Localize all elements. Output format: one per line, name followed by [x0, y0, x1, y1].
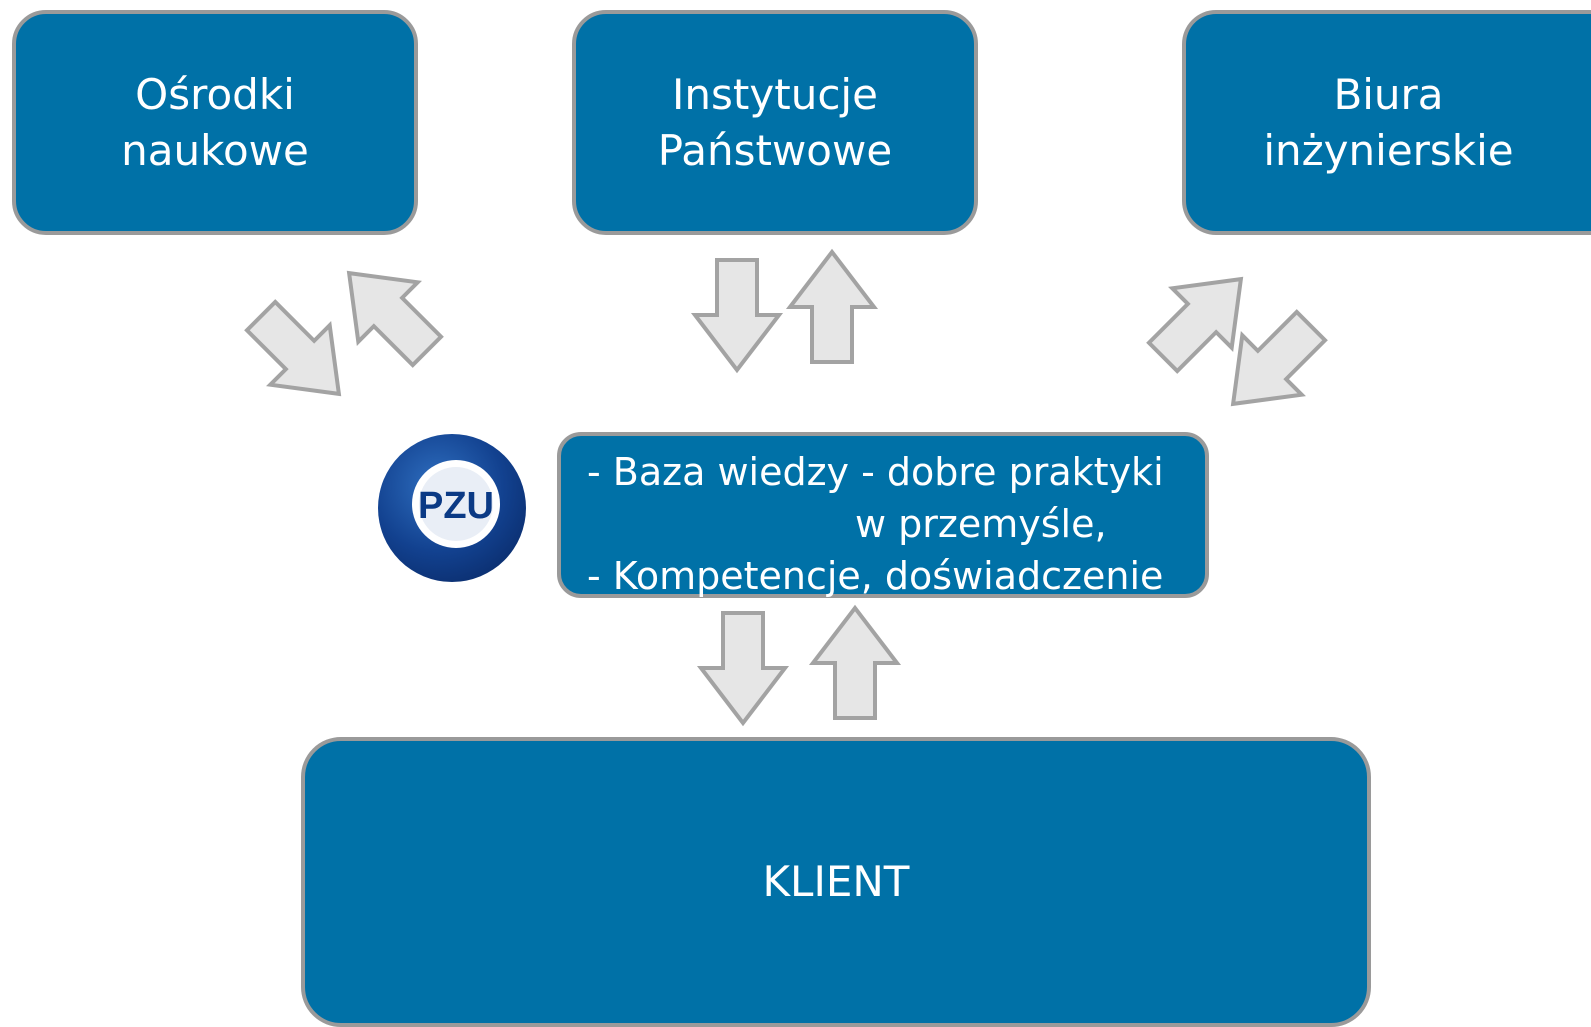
center-line3: - Kompetencje, doświadczenie — [587, 554, 1164, 598]
center-line2: w przemyśle, — [855, 502, 1107, 546]
arrow-down-to-klient — [699, 611, 787, 725]
node-osrodki-naukowe: Ośrodki naukowe — [12, 10, 418, 235]
arrow-down-from-instytucje — [693, 258, 781, 372]
node-osrodki-line2: naukowe — [121, 125, 309, 175]
arrow-to-osrodki — [319, 243, 456, 380]
node-osrodki-line1: Ośrodki — [135, 69, 295, 119]
arrow-up-from-klient — [811, 606, 899, 720]
node-instytucje-line2: Państwowe — [657, 125, 893, 175]
node-instytucje-line1: Instytucje — [672, 69, 878, 119]
pzu-logo: PZU — [378, 434, 526, 582]
arrow-to-center-left — [231, 286, 368, 423]
node-instytucje-panstwowe: Instytucje Państwowe — [572, 10, 978, 235]
node-pzu-knowledge: - Baza wiedzy - dobre praktyki w przemyś… — [557, 432, 1209, 598]
klient-label: KLIENT — [762, 857, 910, 906]
node-klient: KLIENT — [301, 737, 1371, 1027]
center-line1: - Baza wiedzy - dobre praktyki — [587, 450, 1164, 494]
arrow-up-to-instytucje — [788, 250, 876, 364]
node-biura-line2: inżynierskie — [1263, 125, 1514, 175]
node-biura-line1: Biura — [1333, 69, 1444, 119]
logo-text: PZU — [418, 485, 494, 527]
node-biura-inzynierskie: Biura inżynierskie — [1182, 10, 1591, 235]
